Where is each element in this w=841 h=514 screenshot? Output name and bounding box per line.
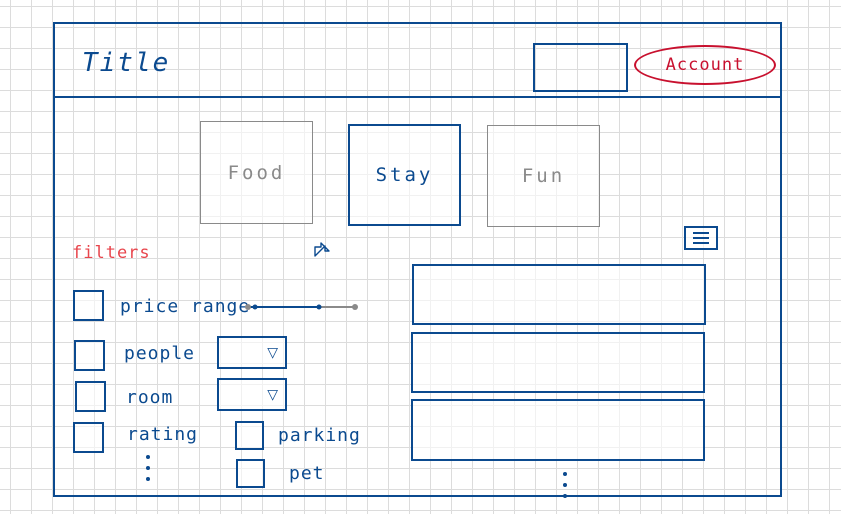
- header-search-box[interactable]: [533, 43, 628, 92]
- price-range-checkbox[interactable]: [73, 290, 104, 321]
- room-checkbox[interactable]: [75, 381, 106, 412]
- parking-label: parking: [278, 425, 361, 446]
- page-title: Title: [82, 48, 171, 78]
- slider-min-handle: [245, 304, 251, 310]
- price-range-label: price range: [120, 296, 251, 317]
- category-fun-tile[interactable]: Fun: [487, 125, 600, 227]
- category-stay-tile[interactable]: Stay: [348, 124, 461, 226]
- parking-checkbox[interactable]: [235, 421, 264, 450]
- header-divider: [53, 96, 780, 98]
- people-dropdown[interactable]: ▽: [217, 336, 287, 369]
- pet-label: pet: [289, 463, 325, 484]
- result-card[interactable]: [412, 264, 706, 325]
- chevron-down-icon: ▽: [267, 345, 278, 361]
- slider-high-handle: [316, 304, 322, 310]
- slider-low-handle: [252, 304, 258, 310]
- wireframe-window: [53, 22, 782, 497]
- price-range-slider[interactable]: [243, 298, 363, 316]
- rating-checkbox[interactable]: [73, 422, 104, 453]
- more-filters-dots-icon[interactable]: [146, 455, 152, 481]
- list-view-icon[interactable]: [684, 226, 718, 250]
- pet-checkbox[interactable]: [236, 459, 265, 488]
- more-results-dots-icon[interactable]: [563, 472, 569, 498]
- chevron-down-icon: ▽: [267, 387, 278, 403]
- room-dropdown[interactable]: ▽: [217, 378, 287, 411]
- people-checkbox[interactable]: [74, 340, 105, 371]
- room-label: room: [126, 387, 174, 408]
- cursor-icon: [314, 242, 330, 257]
- filters-heading: filters: [72, 243, 151, 263]
- account-button[interactable]: Account: [634, 45, 776, 85]
- result-card[interactable]: [411, 399, 705, 461]
- category-food-tile[interactable]: Food: [200, 121, 313, 224]
- rating-label: rating: [127, 424, 199, 445]
- result-card[interactable]: [411, 332, 705, 393]
- people-label: people: [124, 343, 196, 364]
- slider-max-handle: [352, 304, 358, 310]
